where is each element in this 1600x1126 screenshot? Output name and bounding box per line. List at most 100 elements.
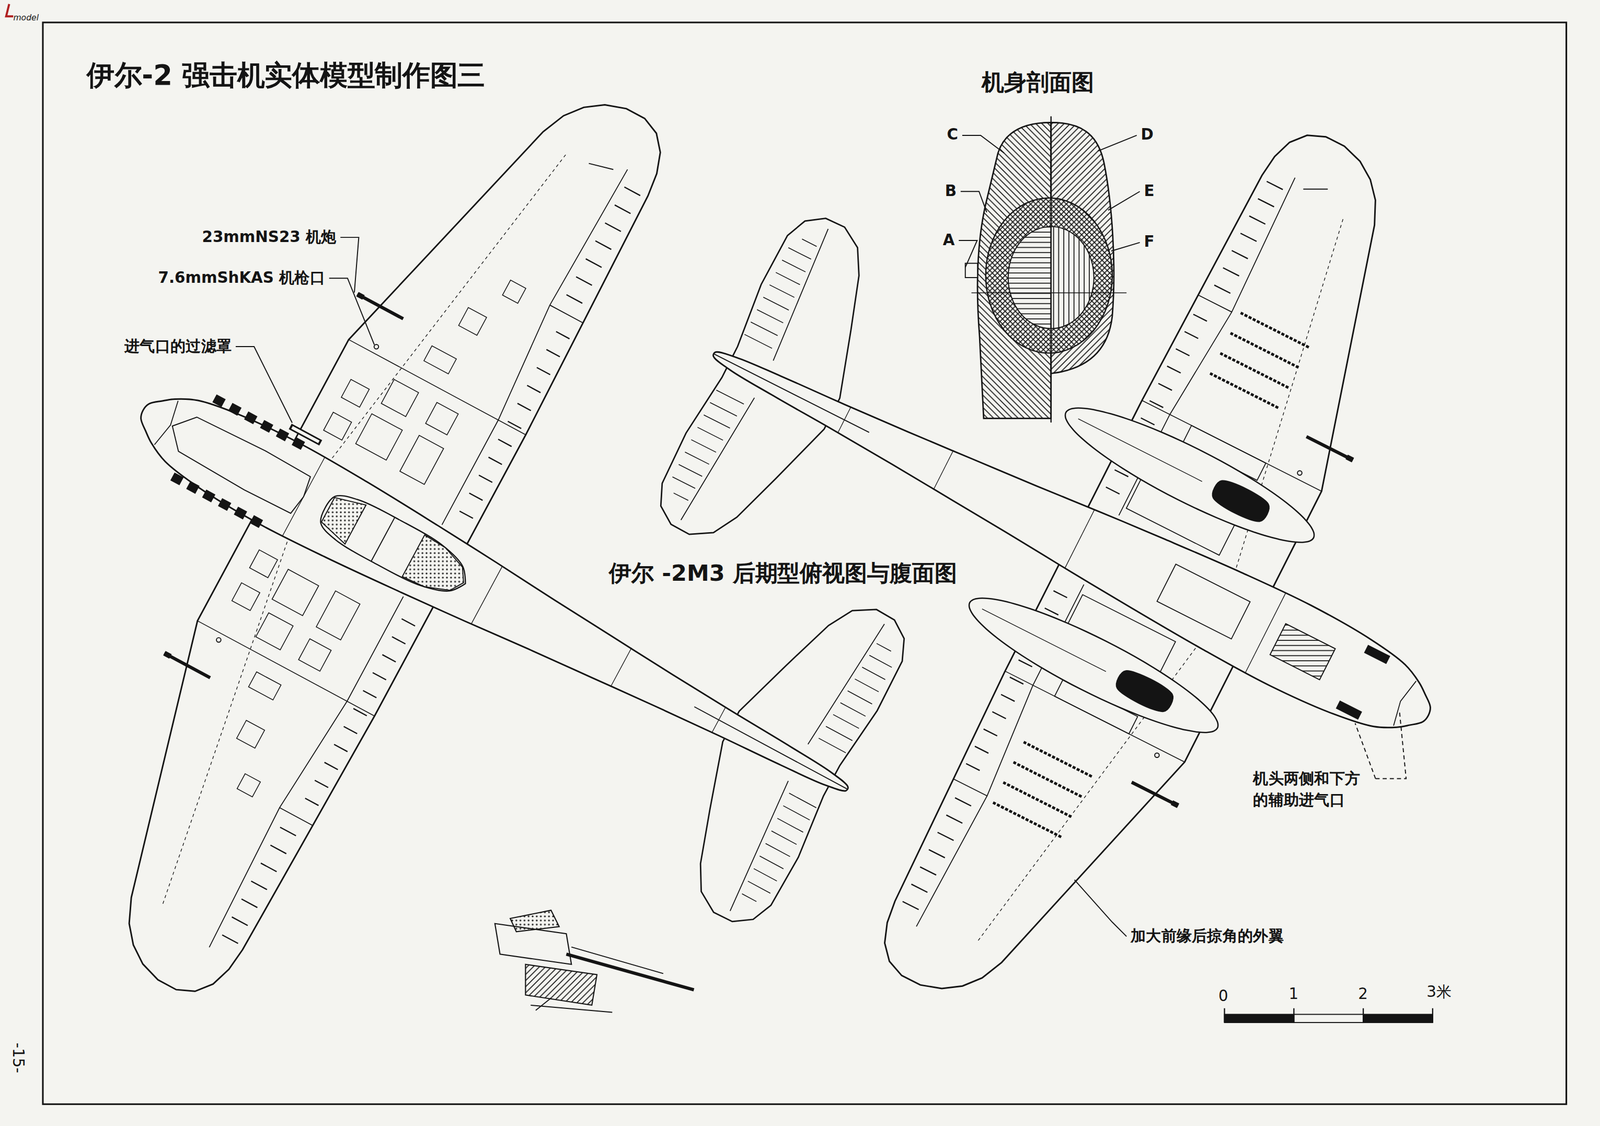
aileron-rib (595, 240, 612, 250)
canopy-outline (320, 495, 466, 592)
exhaust-stub (234, 507, 247, 520)
elevator-rib (769, 284, 794, 298)
aileron-rib (954, 797, 972, 807)
scale-tick (1293, 1008, 1295, 1023)
aileron-rib (270, 845, 286, 854)
flap-rib (372, 672, 387, 681)
elevator-rib (697, 427, 723, 441)
callout-label: 7.6mmShKAS 机枪口 (158, 269, 326, 287)
elevator-rib (783, 805, 810, 820)
flap-rib (469, 492, 483, 501)
exhaust-stub (202, 489, 215, 502)
flap-rib (974, 746, 989, 754)
logo-text: model (13, 13, 39, 23)
aileron-rib (241, 899, 258, 908)
scale-segment (1363, 1014, 1433, 1023)
elevator-rib (781, 259, 806, 272)
flap-rib (517, 403, 532, 411)
armor-ring (985, 198, 1113, 354)
flap-rib (983, 729, 998, 736)
aileron-rib (260, 862, 277, 872)
elevator-hinge (773, 228, 828, 361)
elevator-rib (765, 843, 791, 857)
elevator-rib (777, 818, 803, 833)
spinner-line (154, 400, 178, 445)
flap-rib (546, 349, 560, 358)
elevator-rib (747, 881, 771, 894)
flap-rib (314, 780, 329, 788)
callout-label: 机身剖面图 (981, 69, 1095, 96)
elevator-rib (756, 309, 784, 323)
panel-line (1245, 593, 1286, 673)
elevator-rib (876, 643, 892, 652)
leader-line (960, 191, 987, 213)
leader-line (1074, 879, 1127, 937)
wheel (1116, 670, 1174, 712)
leader-line (1098, 135, 1137, 152)
flap-rib (401, 618, 416, 627)
flap-rib (1193, 314, 1207, 321)
aileron-rib (576, 276, 592, 285)
flap-rib (498, 439, 512, 447)
oil-cooler-intake (1270, 623, 1336, 680)
flap-rib (508, 421, 522, 429)
leader-line (329, 278, 375, 345)
leader-line (1111, 242, 1141, 251)
flap-rib (343, 726, 358, 734)
wing-outline (129, 104, 661, 992)
fairing-seam (1078, 418, 1203, 482)
section-core (1008, 226, 1052, 329)
access-panel (323, 412, 352, 441)
access-panel (271, 569, 319, 616)
flap-rib (488, 457, 503, 465)
exhaust-stub (276, 429, 290, 442)
scale-segment (1224, 1014, 1295, 1023)
elevator-rib (861, 666, 885, 680)
canopy-frame (371, 517, 395, 562)
spar-line (162, 541, 288, 906)
section-core (1051, 226, 1095, 329)
exhaust-stub (186, 481, 200, 494)
aileron-rib (566, 294, 583, 304)
elevator-rib (833, 714, 859, 729)
callout-label: 加大前缘后掠角的外翼 (1130, 927, 1284, 946)
section-letter: F (1143, 233, 1155, 252)
flap-rib (1184, 331, 1199, 339)
section-letter: D (1141, 126, 1154, 145)
panel-line (610, 647, 632, 687)
elevator-rib (742, 893, 757, 902)
control-surface-line (209, 596, 404, 948)
control-surface-line (442, 169, 628, 525)
flap-rib (353, 708, 367, 716)
elevator-rib (825, 726, 853, 741)
access-panel (423, 346, 457, 375)
logo-mark (6, 4, 14, 17)
scale-number: 3米 (1426, 983, 1452, 1002)
leader-line (235, 346, 293, 423)
radiator-panel (1157, 563, 1251, 639)
flap-rib (1000, 694, 1015, 701)
wheel (1212, 480, 1270, 522)
intake-filter (290, 426, 321, 443)
rocket-rail (993, 802, 1062, 837)
fuselage-section (965, 116, 1127, 423)
elevator-rib (691, 439, 716, 453)
gun-port (216, 637, 222, 643)
flap-rib (363, 690, 377, 698)
aileron-end (953, 778, 987, 796)
flap-rib (992, 711, 1006, 719)
aileron-rib (605, 222, 621, 232)
exhaust-stub (218, 498, 232, 511)
elevator-rib (678, 464, 702, 477)
scale-bar (1224, 1008, 1433, 1023)
section-core (1008, 226, 1052, 329)
wing-station-mark (1303, 188, 1328, 190)
aileron-rib (928, 849, 946, 858)
cannon-muzzle (164, 652, 171, 656)
aileron-rib (1258, 198, 1275, 207)
fin-line (694, 706, 847, 789)
elevator-rib (789, 792, 817, 808)
gun-port (1154, 752, 1160, 758)
